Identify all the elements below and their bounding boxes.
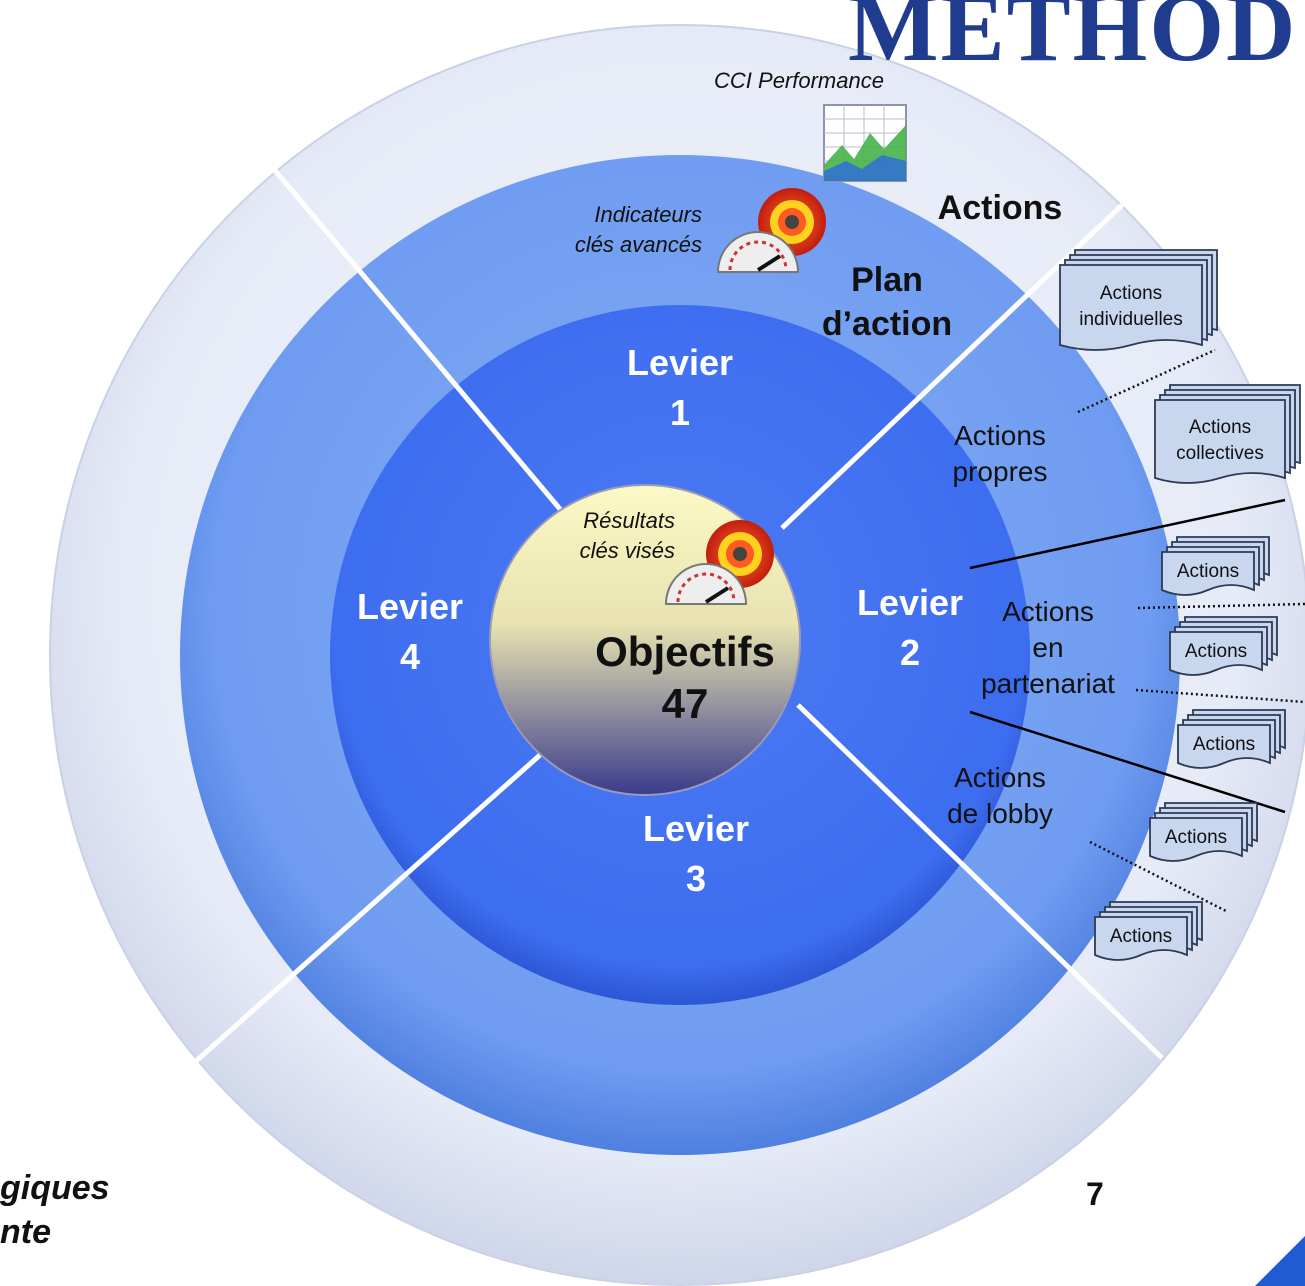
document-label: Actions	[1100, 283, 1162, 304]
document-stack-6: Actions	[1149, 802, 1258, 862]
actions-partenariat-label: Actions en partenariat	[981, 596, 1115, 699]
document-label: Actions	[1185, 641, 1247, 662]
divider-top-right	[780, 203, 1124, 530]
document-stack-7: Actions	[1094, 901, 1203, 961]
divider-top-left	[260, 153, 567, 517]
divider-bottom-left	[193, 753, 542, 1064]
bracket-top	[969, 498, 1286, 570]
divider-bottom-right	[796, 703, 1164, 1060]
page-number: 7	[1086, 1176, 1104, 1212]
document-label: Actions	[1193, 734, 1255, 755]
dotted-line-4	[1089, 840, 1229, 914]
document-label: collectives	[1176, 443, 1264, 464]
document-label: Actions	[1165, 827, 1227, 848]
action-documents: ActionsindividuellesActionscollectivesAc…	[1059, 249, 1301, 961]
document-stack-1: Actions individuelles	[1059, 249, 1218, 351]
document-stack-2: Actions collectives	[1154, 384, 1301, 484]
gauge-target-icon	[716, 188, 826, 273]
document-stack-4: Actions	[1169, 616, 1278, 676]
spreadsheet-chart-icon	[823, 104, 907, 182]
actions-lobby-label: Actions de lobby	[947, 762, 1053, 829]
logo-corner	[1255, 1236, 1305, 1286]
dotted-line-1	[1077, 348, 1216, 414]
center-caption: Résultats clés visés	[579, 508, 675, 563]
cci-performance-label: CCI Performance	[714, 68, 884, 93]
document-label: Actions	[1177, 561, 1239, 582]
bracket-bottom	[969, 710, 1286, 814]
document-stack-3: Actions	[1161, 536, 1270, 596]
objectives-count: 47	[661, 680, 709, 727]
dotted-line-3	[1135, 688, 1305, 704]
footer-left-text: giques nte	[0, 1169, 110, 1251]
advanced-indicators-label: Indicateurs clés avancés	[574, 202, 702, 257]
page-title: METHOD	[848, 0, 1298, 81]
document-stack-5: Actions	[1177, 709, 1286, 769]
plan-ring-label: Plan d’action	[821, 261, 953, 343]
actions-propres-label: Actions propres	[952, 420, 1048, 487]
center-gauge-target-icon	[664, 520, 774, 605]
quadrant-dividers	[193, 153, 1164, 1064]
partnership-brackets	[969, 498, 1286, 814]
dotted-connectors	[1077, 348, 1305, 914]
document-label: individuelles	[1079, 309, 1183, 330]
objectives-title: Objectifs	[595, 628, 775, 675]
document-label: Actions	[1189, 417, 1251, 438]
outer-ring-label: Actions	[937, 189, 1063, 227]
center-objectives: Objectifs 47	[560, 626, 810, 730]
document-label: Actions	[1110, 926, 1172, 947]
